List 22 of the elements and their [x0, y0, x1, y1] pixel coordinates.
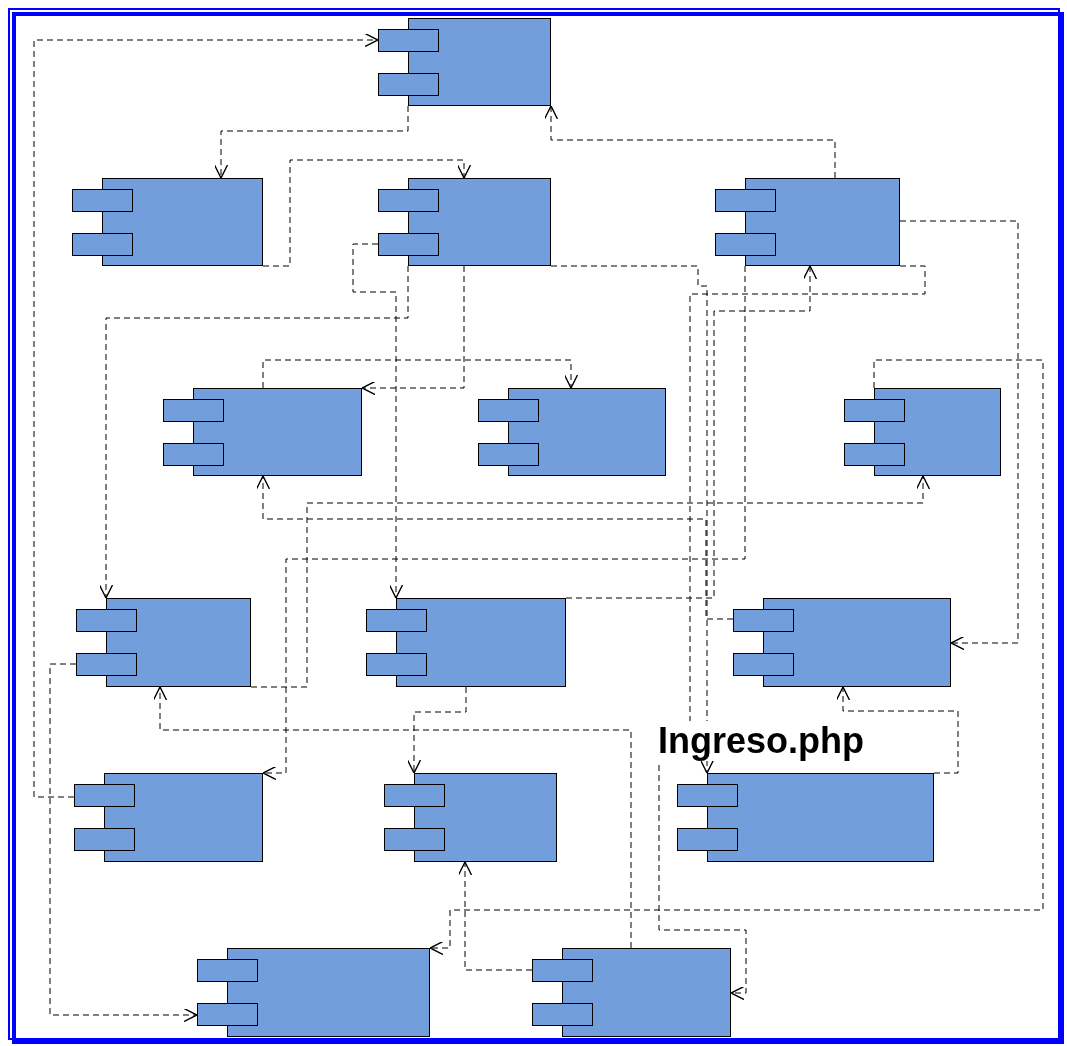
dependency-arrow	[899, 220, 1019, 651]
dependency-arrow	[152, 686, 632, 949]
dependency-arrow	[361, 265, 465, 396]
dependency-arrow	[429, 359, 1044, 956]
dependency-arrow	[262, 159, 472, 267]
dependency-arrow	[658, 265, 926, 1001]
dependency-arrow	[406, 686, 467, 774]
dependency-arrow	[262, 265, 746, 781]
dependency-arrow	[550, 265, 715, 774]
dependency-arrow	[352, 243, 404, 599]
dependency-arrow	[835, 686, 959, 774]
dependency-arrow	[262, 359, 579, 389]
dependency-arrow	[565, 265, 818, 599]
component-name: Ingreso.php	[658, 721, 864, 761]
dependency-arrow	[49, 663, 198, 1023]
dependency-arrow	[255, 475, 734, 620]
dependency-arrow	[250, 475, 931, 688]
dependency-arrow	[33, 32, 379, 798]
dependency-arrow	[543, 105, 836, 179]
dependency-arrow	[457, 861, 533, 971]
dependency-arrow	[213, 105, 409, 179]
dependency-arrow	[98, 265, 409, 599]
